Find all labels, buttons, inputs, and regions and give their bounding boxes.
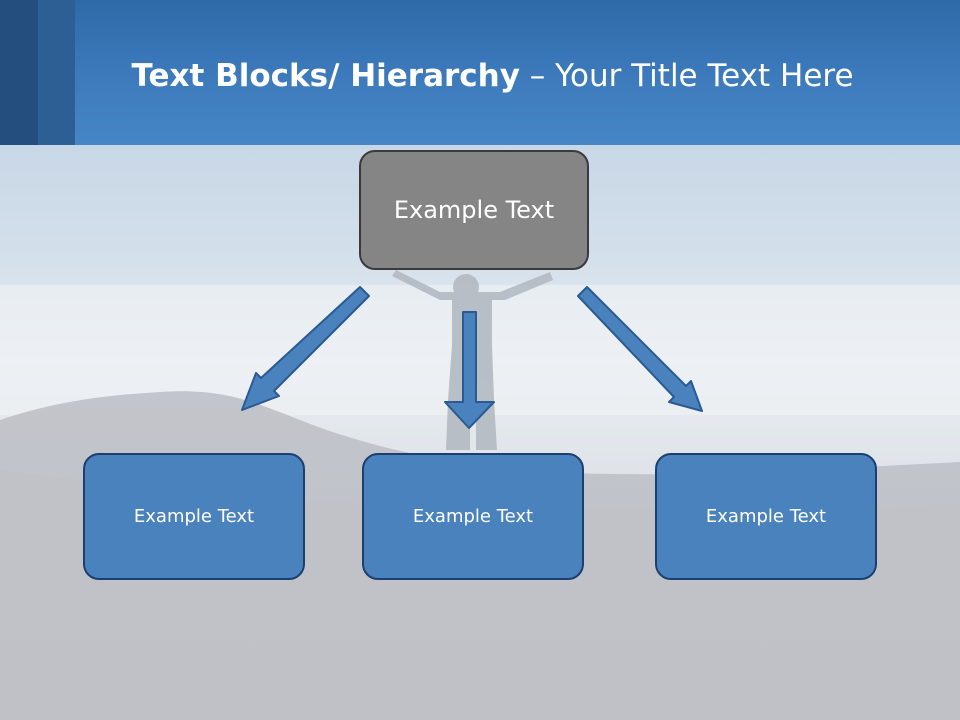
header-accent-strip [38, 0, 75, 145]
arrow-to-middle-box [444, 311, 495, 429]
child-box-right: Example Text [655, 453, 877, 580]
child-box-middle: Example Text [362, 453, 584, 580]
header-band: Text Blocks/ Hierarchy – Your Title Text… [0, 0, 960, 145]
arrow-to-left-box [241, 286, 370, 411]
slide-title: Text Blocks/ Hierarchy – Your Title Text… [75, 50, 910, 102]
header-accent-strip [0, 0, 38, 145]
title-regular-part: – Your Title Text Here [519, 58, 854, 94]
child-box-left: Example Text [83, 453, 305, 580]
top-level-box: Example Text [359, 150, 589, 270]
arrow-to-right-box [577, 286, 703, 412]
title-bold-part: Text Blocks/ Hierarchy [131, 58, 520, 94]
